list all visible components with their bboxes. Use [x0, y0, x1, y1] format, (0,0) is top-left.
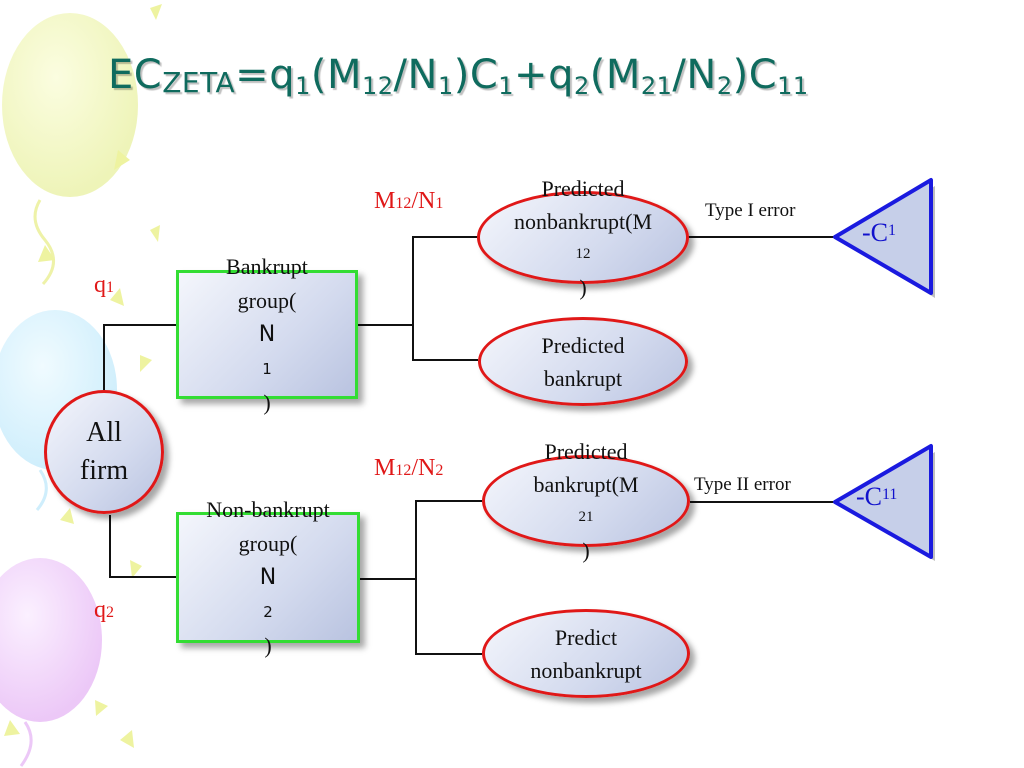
cost-triangle-2-shape	[833, 444, 935, 561]
balloon-yellow	[2, 13, 138, 286]
label-cost-c1: -C1	[862, 218, 896, 247]
label-q1: q1	[94, 272, 114, 298]
label-ratio-m12-n1: M12/N1	[374, 188, 444, 214]
connector-bankrupt-branches	[412, 236, 478, 361]
confetti-decoration	[4, 4, 162, 748]
balloon-purple	[0, 558, 102, 767]
cost-triangle-1-shape	[833, 178, 935, 298]
label-type2-error: Type II error	[694, 474, 791, 495]
connector-nonbankrupt-branches	[415, 500, 482, 655]
formula-title: ECZETA=q1(M12/N1)C1+q2(M21/N2)C11	[108, 52, 809, 100]
label-cost-c11: -C11	[856, 482, 898, 511]
connector-root-to-nonbankrupt	[109, 515, 176, 578]
connector-root-to-bankrupt	[103, 324, 176, 390]
label-type1-error: Type I error	[705, 200, 796, 221]
connector-lines	[103, 236, 835, 655]
label-q2: q2	[94, 597, 114, 623]
label-ratio-m12-n2: M12/N2	[374, 455, 444, 481]
